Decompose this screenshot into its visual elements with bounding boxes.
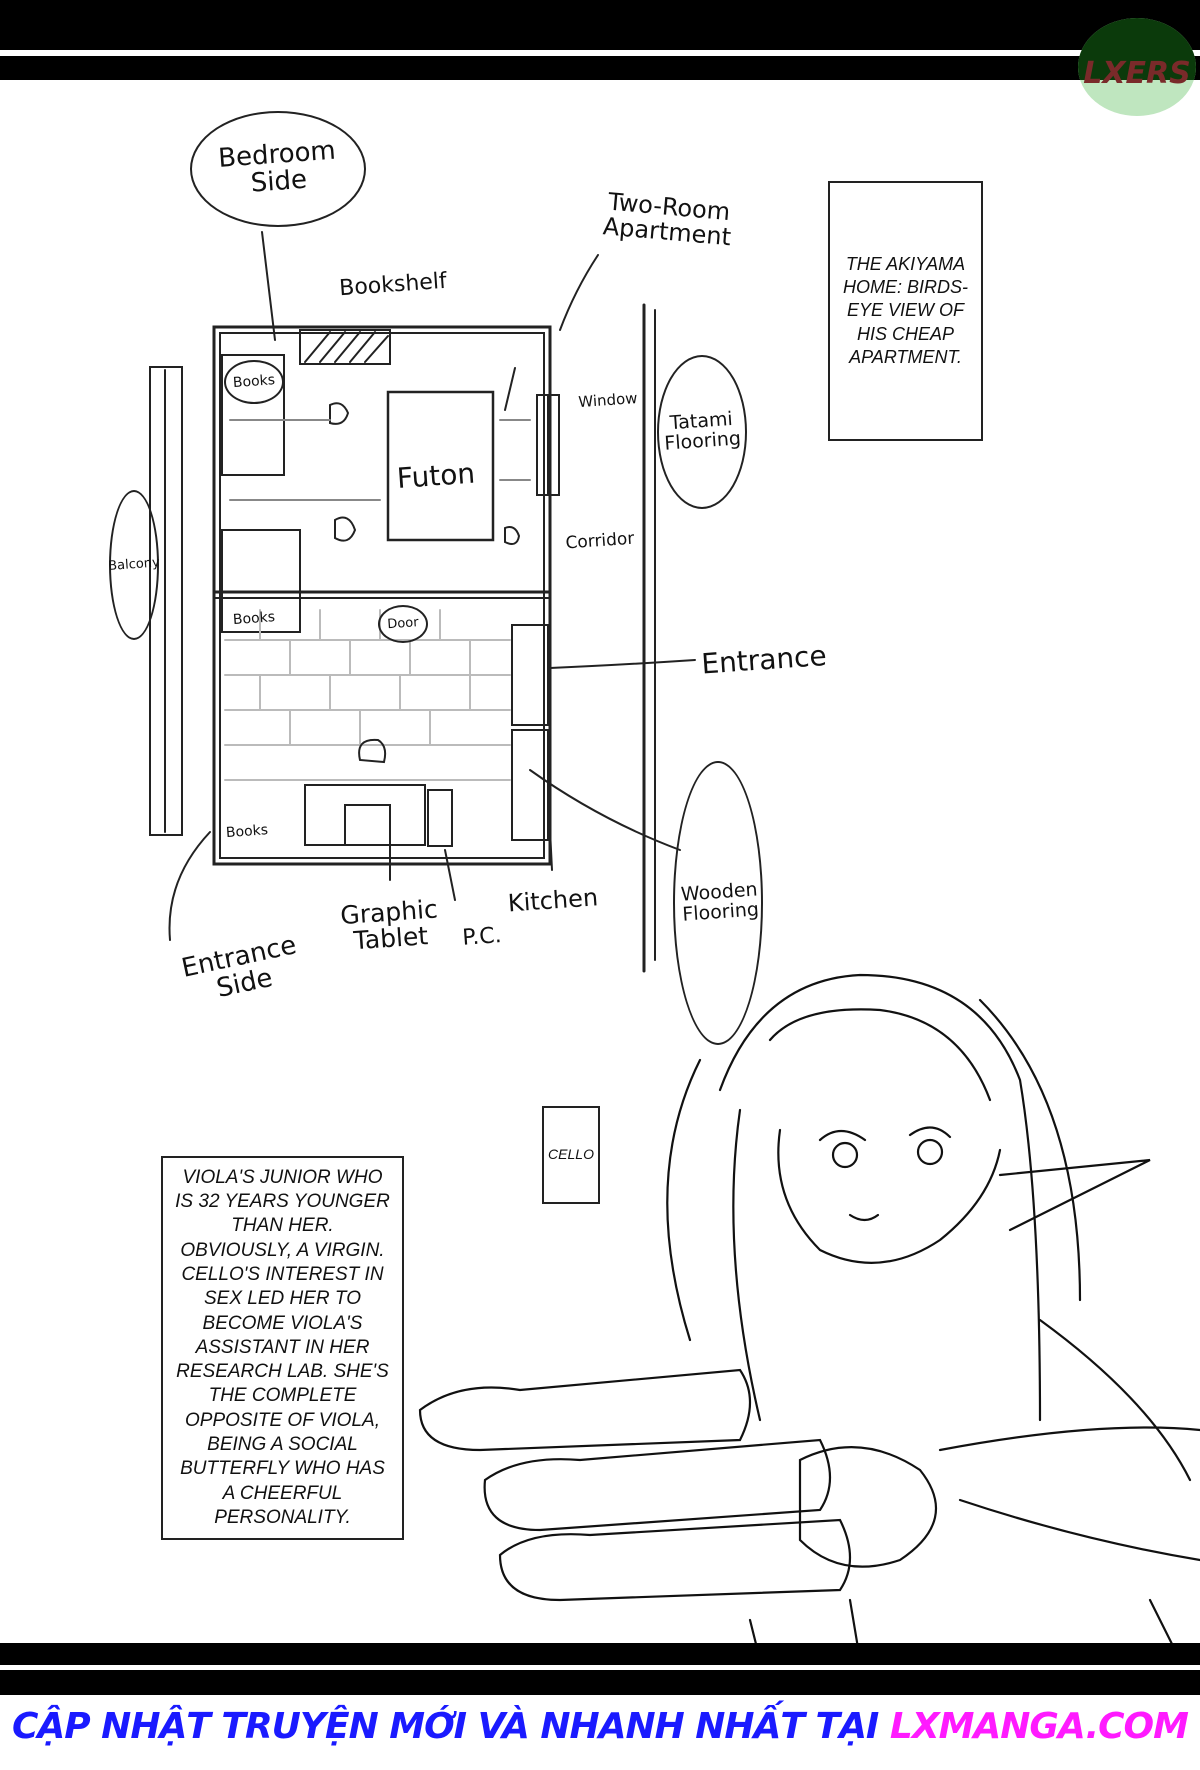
- label-wooden-flooring: Wooden Flooring: [680, 878, 760, 926]
- books-bubble-1: [224, 360, 284, 404]
- label-books-1: Books: [232, 372, 276, 392]
- top-frame-bar-2: [0, 56, 1200, 80]
- label-pc: P.C.: [461, 923, 503, 951]
- wooden-flooring-bubble: [673, 761, 763, 1045]
- label-bedroom-side: Bedroom Side: [217, 135, 337, 199]
- top-frame-bar: [0, 0, 1200, 50]
- label-tatami-flooring: Tatami Flooring: [663, 407, 742, 455]
- futon-shape: [386, 390, 495, 542]
- bedroom-side-bubble: [190, 111, 366, 227]
- tatami-bubble: [657, 355, 747, 509]
- banner-text: CẬP NHẬT TRUYỆN MỚI VÀ NHANH NHẤT TẠI: [11, 1706, 879, 1747]
- bottom-frame-bar-2: [0, 1670, 1200, 1695]
- balcony-bubble: [109, 490, 159, 640]
- apartment-walls: [212, 325, 552, 866]
- label-books-2: Books: [232, 609, 276, 629]
- label-kitchen: Kitchen: [506, 883, 599, 918]
- caption-cello-bio: Viola's junior who is 32 years younger t…: [161, 1156, 404, 1540]
- bottom-frame-bar: [0, 1643, 1200, 1665]
- banner-site-link[interactable]: LXMANGA.COM: [889, 1706, 1189, 1747]
- character-cello-sketch: [418, 973, 1200, 1662]
- watermark-logo: LXERS: [1078, 18, 1196, 116]
- label-graphic-tablet: Graphic Tablet: [339, 894, 439, 956]
- caption-character-name: Cello: [542, 1106, 600, 1204]
- promo-banner: CẬP NHẬT TRUYỆN MỚI VÀ NHANH NHẤT TẠI LX…: [0, 1706, 1200, 1747]
- label-futon: Futon: [395, 456, 477, 495]
- label-books-3: Books: [225, 822, 269, 842]
- label-door: Door: [386, 615, 420, 633]
- caption-akiyama-home: The Akiyama home: birds-eye view of his …: [828, 181, 983, 441]
- door-bubble: [378, 605, 428, 643]
